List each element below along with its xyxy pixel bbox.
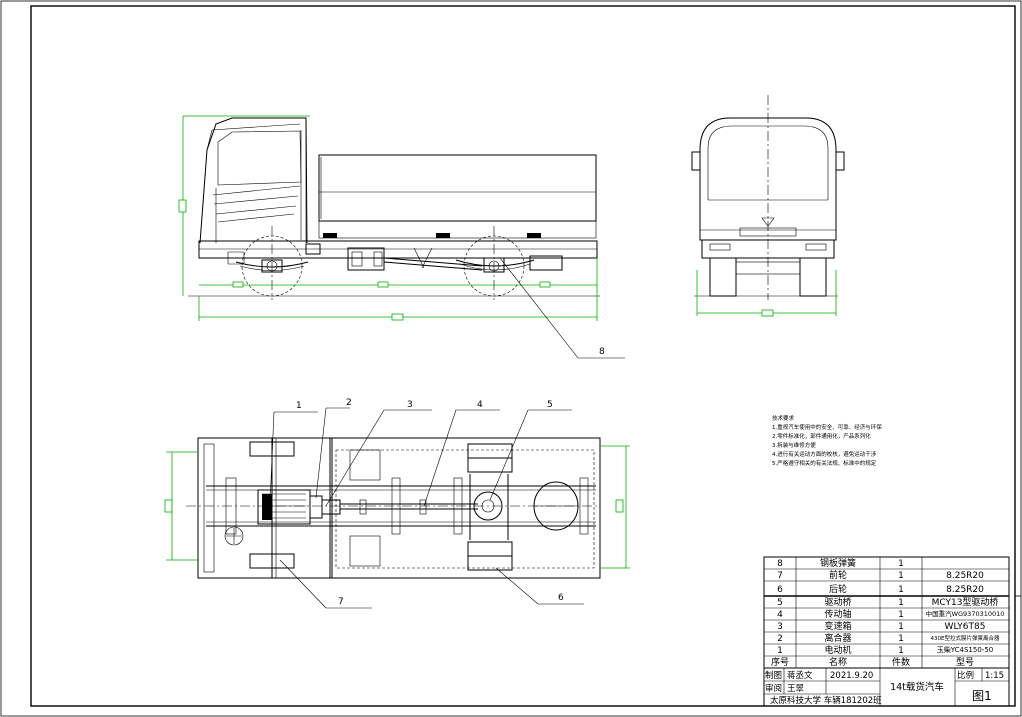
note-line-4: 4.进行有关运动方面的校核，避免运动干涉 <box>772 450 877 458</box>
bom-row-no: 1 <box>777 646 783 656</box>
note-line-1: 1.重视汽车使用中的安全、可靠、经济与环保 <box>772 423 882 431</box>
bom-row-model: WLY6T85 <box>945 622 986 632</box>
balloon-4: 4 <box>477 400 483 410</box>
balloon-1: 1 <box>296 401 302 411</box>
bom-row-model: 玉柴YC4S150-50 <box>937 645 993 654</box>
balloon-2: 2 <box>346 398 352 408</box>
note-line-2: 2.零件标准化，部件通用化，产品系列化 <box>772 432 871 440</box>
bom-header-model: 型号 <box>956 657 974 668</box>
bom-row-model: 430E型拉式膜片弹簧离合器 <box>931 634 1000 642</box>
scale-label: 比例 <box>957 670 974 681</box>
bom-row-name: 钢板弹簧 <box>820 557 856 569</box>
drawn-by: 蒋丞文 <box>787 670 813 681</box>
bom-row-qty: 1 <box>898 634 904 644</box>
balloon-8: 8 <box>599 347 605 357</box>
bom-row-qty: 1 <box>898 610 904 620</box>
title-block: 制图 蒋丞文 2021.9.20 14t载货汽车 比例 1:15 审阅 王翠 太… <box>763 667 1010 707</box>
bom-row-qty: 1 <box>898 571 904 581</box>
drawing-title: 14t载货汽车 <box>890 681 944 693</box>
bom-row-no: 5 <box>777 598 783 608</box>
bom-header-name: 名称 <box>829 656 847 668</box>
bom-header-no: 序号 <box>771 656 789 668</box>
bom-row-name: 传动轴 <box>824 608 851 620</box>
bom-row-name: 前轮 <box>829 569 847 581</box>
bom-row-name: 离合器 <box>824 632 851 644</box>
notes-heading: 技术要求 <box>772 414 795 422</box>
balloon-7: 7 <box>338 597 344 607</box>
balloon-6: 6 <box>558 593 564 603</box>
bom-row-no: 4 <box>777 610 783 620</box>
balloon-5: 5 <box>547 400 553 410</box>
bom-row-no: 2 <box>777 634 783 644</box>
front-view <box>691 95 845 317</box>
bom-row-qty: 1 <box>898 559 904 569</box>
bom-row-no: 7 <box>777 571 783 581</box>
bom-row-name: 后轮 <box>829 583 847 595</box>
bom-row-qty: 1 <box>898 622 904 632</box>
bom-row-name: 电动机 <box>824 644 851 656</box>
technical-notes: 技术要求 1.重视汽车使用中的安全、可靠、经济与环保 2.零件标准化，部件通用化… <box>772 414 882 467</box>
checked-by: 王翠 <box>787 684 805 694</box>
checked-label: 审阅 <box>765 683 782 694</box>
top-view <box>164 407 630 609</box>
scale-value: 1:15 <box>985 671 1004 681</box>
side-view <box>178 115 625 359</box>
bom-row-qty: 1 <box>898 598 904 608</box>
bom-header-qty: 件数 <box>892 656 910 668</box>
sheet-number: 图1 <box>972 689 992 703</box>
drawn-label: 制图 <box>765 670 782 681</box>
note-line-5: 5.严格遵守相关的有关法规、标准中的规定 <box>772 459 877 467</box>
bom-row-name: 变速箱 <box>824 620 851 632</box>
bom-row-name: 驱动桥 <box>824 596 851 608</box>
balloon-labels: 1 2 3 4 5 6 7 8 <box>296 347 605 607</box>
bom-row-qty: 1 <box>898 585 904 595</box>
bom-row-no: 3 <box>777 622 783 632</box>
note-line-3: 3.拆装与维修方便 <box>772 441 816 449</box>
bom-row-model: MCY13型驱动桥 <box>932 596 999 608</box>
bom-row-qty: 1 <box>898 646 904 656</box>
bom-row-model: 8.25R20 <box>946 585 984 595</box>
balloon-3: 3 <box>407 400 413 410</box>
parts-list: 8 钢板弹簧 1 7 前轮 1 8.25R20 6 后轮 1 8.25R20 5… <box>763 556 1010 669</box>
drawing-date: 2021.9.20 <box>830 671 873 681</box>
bom-row-model: 8.25R20 <box>946 571 984 581</box>
organization: 太原科技大学 车辆181202班 <box>770 695 882 706</box>
bom-row-no: 6 <box>777 585 783 595</box>
bom-row-model: 中国重汽WG9370310010 <box>926 609 1005 618</box>
bom-row-no: 8 <box>777 559 783 569</box>
